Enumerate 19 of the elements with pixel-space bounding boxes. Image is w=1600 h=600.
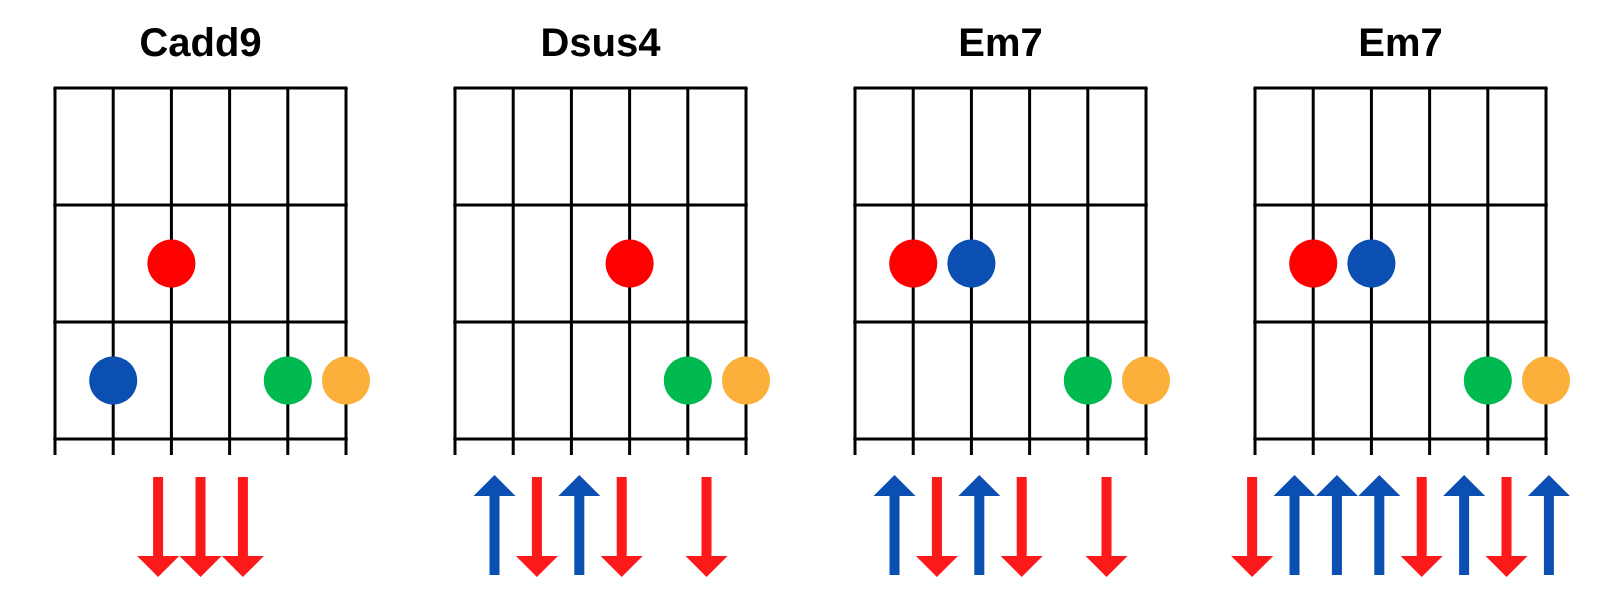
finger-dot bbox=[322, 356, 370, 405]
finger-dot bbox=[89, 356, 138, 405]
finger-dot bbox=[1522, 356, 1570, 405]
finger-dot bbox=[1289, 239, 1338, 288]
finger-dot bbox=[605, 239, 654, 288]
chord-name: Dsus4 bbox=[543, 28, 661, 57]
finger-dot bbox=[722, 356, 770, 405]
finger-dot bbox=[947, 239, 996, 288]
finger-dot bbox=[1347, 239, 1396, 288]
finger-dot bbox=[1063, 356, 1112, 405]
finger-dot bbox=[263, 356, 312, 405]
finger-dot bbox=[1463, 356, 1512, 405]
chord-name: Em7 bbox=[960, 28, 1041, 56]
finger-dot bbox=[1122, 356, 1170, 405]
finger-dot bbox=[147, 239, 196, 288]
finger-dot bbox=[663, 356, 712, 405]
chord-name: Em7 bbox=[1360, 28, 1441, 56]
finger-dot bbox=[889, 239, 938, 288]
chord-name: Cadd9 bbox=[141, 27, 261, 57]
